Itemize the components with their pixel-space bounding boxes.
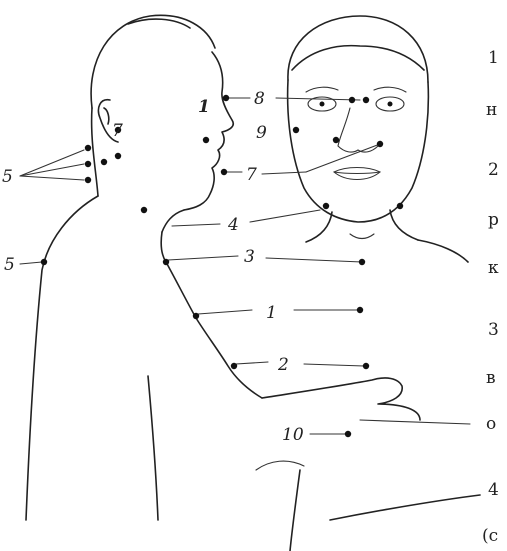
profile-body-sketch [148,232,480,551]
label-point-5: 5 [2,167,13,187]
side-text-num-4: 4 [488,480,499,500]
side-text-frag-3b: о [486,414,496,434]
side-text-num-3: 3 [488,320,499,340]
side-text-frag-4: (с [482,526,498,546]
label-point-1b: 1 [198,97,210,117]
label-point-10: 10 [282,425,304,445]
frontal-head-sketch [288,16,468,262]
label-point-7: 7 [246,165,257,185]
label-point-1: 1 [266,303,277,323]
acupoint-labels: 1 8 9 7 7 4 3 1 2 10 5 5 [2,89,304,445]
side-text-frag-1: н [486,100,497,120]
label-point-3: 3 [244,247,255,267]
side-text-num-1: 1 [488,48,499,68]
label-point-8: 8 [254,89,265,109]
label-point-5b: 5 [4,255,15,275]
side-text-frag-3a: в [486,368,496,388]
side-text-frag-2b: к [488,258,499,278]
profile-head-sketch [26,15,233,520]
label-point-7b: 7 [112,121,123,141]
label-point-4: 4 [227,215,239,235]
label-point-2: 2 [277,355,289,375]
side-text-frag-2a: р [488,210,499,230]
label-point-9: 9 [256,123,267,143]
side-text-num-2: 2 [488,160,499,180]
